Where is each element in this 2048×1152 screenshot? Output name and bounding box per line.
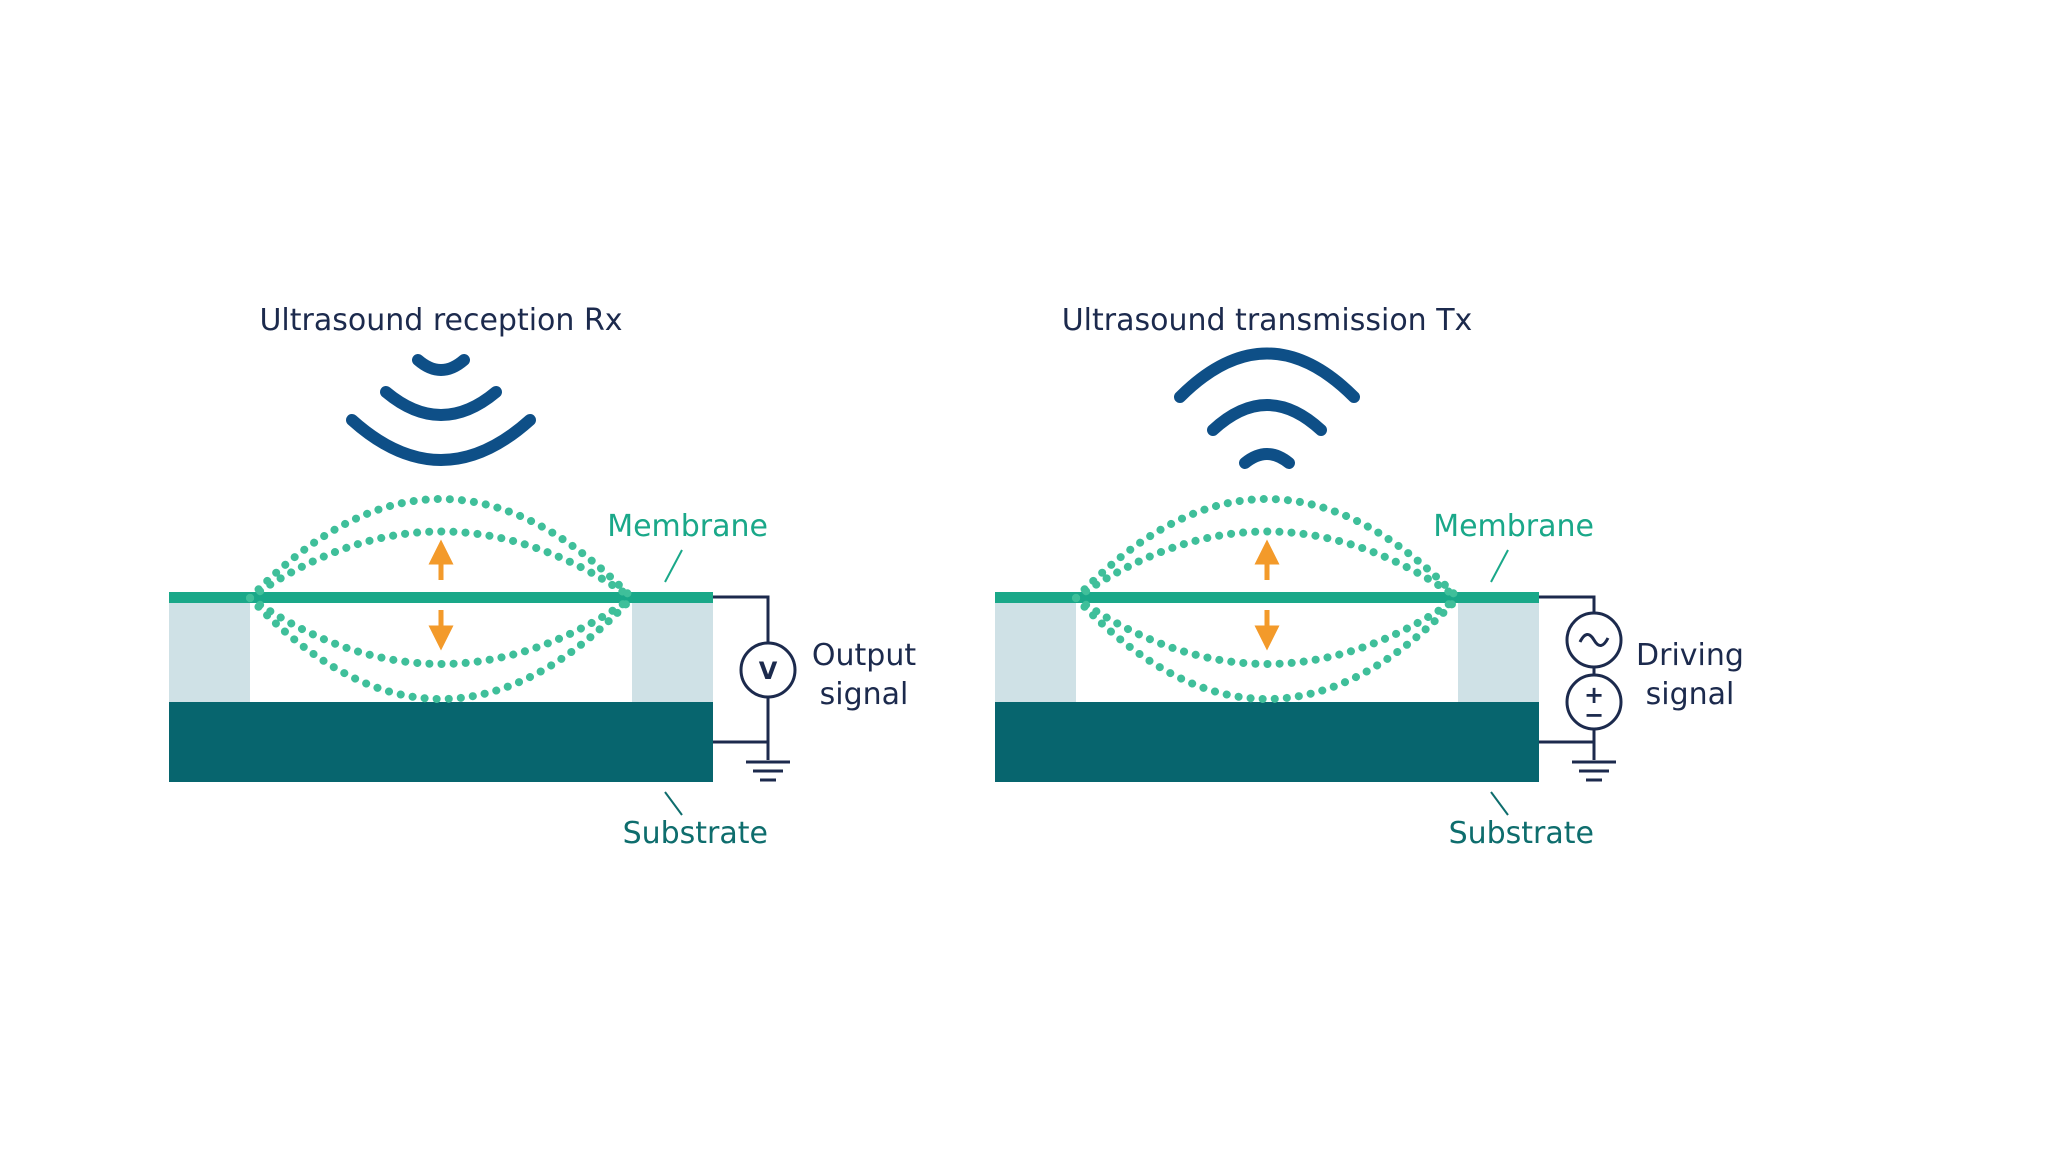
membrane-vibration-dots-tx — [1072, 495, 1462, 703]
panel-transmission: Ultrasound transmission Tx Membrane Subs… — [995, 303, 1744, 851]
panel-reception: Ultrasound reception Rx Membrane Substra… — [169, 303, 916, 851]
substrate-leader-tx — [1490, 791, 1509, 816]
signal-label-tx-line1: Driving — [1636, 638, 1744, 673]
membrane-leader-tx — [1490, 549, 1509, 583]
membrane-label-tx: Membrane — [1433, 509, 1594, 544]
substrate-label-rx: Substrate — [623, 816, 768, 851]
incoming-waves-icon — [346, 354, 536, 466]
support-post-right-rx — [632, 602, 713, 702]
panel-title-rx: Ultrasound reception Rx — [259, 303, 622, 338]
substrate-label-tx: Substrate — [1449, 816, 1594, 851]
panel-title-tx: Ultrasound transmission Tx — [1062, 303, 1473, 338]
ground-icon-tx — [1572, 760, 1616, 782]
substrate-block-tx — [995, 702, 1539, 782]
ground-icon-rx — [746, 760, 790, 782]
substrate-leader-rx — [664, 791, 683, 816]
outgoing-waves-icon — [1174, 347, 1360, 469]
circuit-rx — [713, 595, 770, 760]
membrane-label-rx: Membrane — [607, 509, 768, 544]
circuit-tx — [1539, 595, 1596, 760]
membrane-rx — [169, 592, 713, 603]
membrane-leader-rx — [664, 549, 683, 583]
substrate-block-rx — [169, 702, 713, 782]
signal-label-rx-line1: Output — [812, 638, 916, 673]
support-post-right-tx — [1458, 602, 1539, 702]
dc-source-icon — [1565, 673, 1623, 731]
ac-wave-icon — [1578, 633, 1610, 647]
signal-label-tx-line2: signal — [1646, 677, 1735, 712]
membrane-tx — [995, 592, 1539, 603]
voltmeter-icon — [739, 641, 797, 699]
voltmeter-symbol: V — [759, 657, 778, 685]
membrane-vibration-dots-rx — [246, 495, 636, 703]
support-post-left-rx — [169, 602, 250, 702]
dc-plus-symbol: + — [1584, 681, 1604, 709]
signal-label-rx-line2: signal — [820, 677, 909, 712]
dc-minus-symbol: − — [1584, 701, 1604, 729]
support-post-left-tx — [995, 602, 1076, 702]
